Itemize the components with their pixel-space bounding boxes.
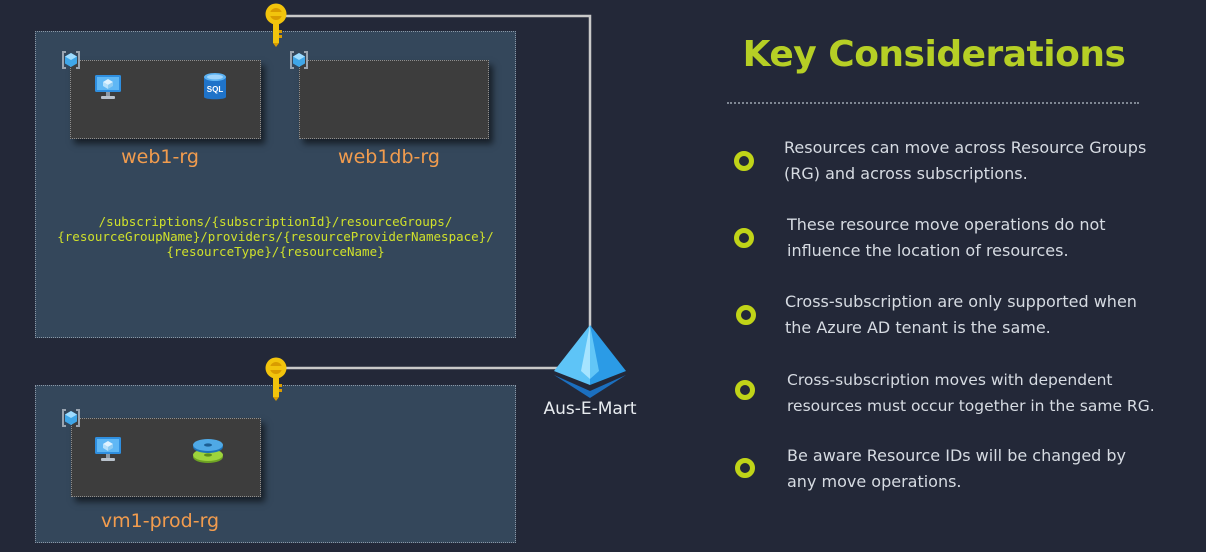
panel-title: Key Considerations (742, 34, 1126, 75)
virtual-machine-icon[interactable] (93, 434, 123, 464)
resource-group-icon (62, 409, 80, 427)
consideration-2-line-2: influence the location of resources. (787, 241, 1069, 260)
tenant-label: Aus-E-Mart (543, 399, 637, 419)
resource-group-icon (290, 51, 308, 69)
resource-id-path-line-2: {resourceGroupName}/providers/{resourceP… (57, 229, 494, 244)
panel-divider (727, 102, 1139, 104)
consideration-3-line-1: Cross-subscription are only supported wh… (785, 292, 1137, 311)
consideration-item-4: Cross-subscription moves with dependent … (787, 367, 1155, 419)
consideration-1-line-1: Resources can move across Resource Group… (784, 138, 1147, 157)
bullet-icon (734, 228, 754, 248)
sql-database-icon[interactable]: SQL (201, 71, 229, 103)
resource-group-label-web1: web1-rg (121, 146, 199, 168)
resource-group-box-vm1-prod[interactable] (71, 418, 261, 497)
bullet-icon (735, 458, 755, 478)
resource-group-icon (62, 51, 80, 69)
bullet-icon (735, 380, 755, 400)
bullet-icon (734, 151, 754, 171)
resource-group-label-web1db: web1db-rg (338, 146, 440, 168)
consideration-item-3: Cross-subscription are only supported wh… (785, 289, 1137, 341)
resource-group-box-web1db[interactable] (299, 60, 489, 139)
key-icon (265, 357, 287, 401)
managed-disk-icon[interactable] (191, 437, 225, 467)
virtual-machine-icon[interactable] (93, 72, 123, 102)
sql-badge-text: SQL (207, 85, 224, 94)
azure-ad-icon[interactable] (548, 323, 632, 401)
consideration-item-1: Resources can move across Resource Group… (784, 135, 1146, 187)
consideration-3-line-2: the Azure AD tenant is the same. (785, 318, 1051, 337)
resource-id-path-line-3: {resourceType}/{resourceName} (166, 244, 385, 259)
resource-id-path-line-1: /subscriptions/{subscriptionId}/resource… (98, 214, 453, 229)
consideration-4-line-1: Cross-subscription moves with dependent (787, 371, 1113, 389)
bullet-icon (736, 305, 756, 325)
resource-id-path: /subscriptions/{subscriptionId}/resource… (35, 214, 516, 259)
consideration-5-line-2: any move operations. (787, 472, 962, 491)
consideration-2-line-1: These resource move operations do not (787, 215, 1106, 234)
consideration-item-2: These resource move operations do not in… (787, 212, 1106, 264)
resource-group-label-vm1-prod: vm1-prod-rg (100, 510, 220, 532)
resource-group-box-web1[interactable] (70, 60, 261, 139)
key-icon (265, 3, 287, 47)
consideration-1-line-2: (RG) and across subscriptions. (784, 164, 1028, 183)
consideration-item-5: Be aware Resource IDs will be changed by… (787, 443, 1126, 495)
connector-line-top (276, 14, 592, 345)
consideration-4-line-2: resources must occur together in the sam… (787, 397, 1155, 415)
consideration-5-line-1: Be aware Resource IDs will be changed by (787, 446, 1127, 465)
